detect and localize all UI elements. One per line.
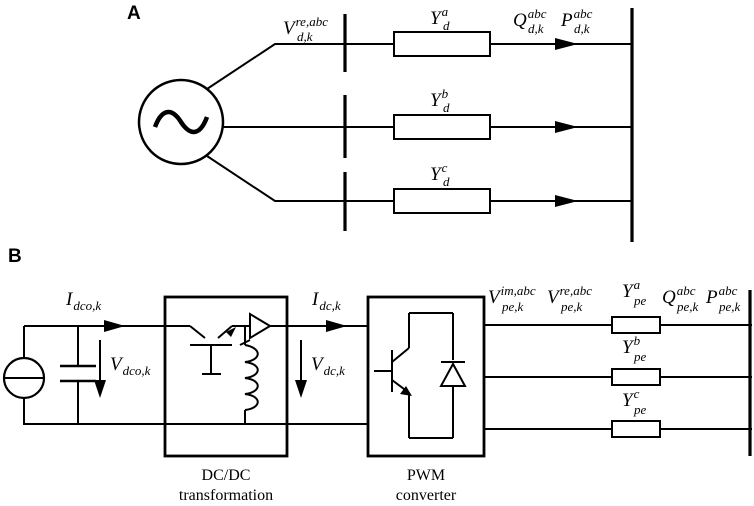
voltage-label-dc: Vdc,k xyxy=(311,354,345,378)
admittance-label-pe-b: Yb xyxy=(622,333,641,358)
admittance-label-pe-a: Ya xyxy=(622,277,641,302)
voltage-sub-im: pe,k xyxy=(501,299,524,314)
admittance-label-pe-c: Yc xyxy=(622,386,640,411)
voltage-label-a: Vre,abc xyxy=(283,14,328,39)
admittance-sub-pe-a: pe xyxy=(633,293,647,308)
panel-b-label: B xyxy=(8,246,22,267)
voltage-arrow-dc xyxy=(295,340,307,398)
voltage-label-im: Vim,abc xyxy=(488,283,536,308)
admittance-box-c xyxy=(393,188,491,214)
admittance-label-a: Ya xyxy=(430,4,449,29)
active-power-sub-b: pe,k xyxy=(718,299,741,314)
pwm-caption-line2: converter xyxy=(396,487,457,504)
voltage-sub-re: pe,k xyxy=(560,299,583,314)
dcdc-caption-line2: transformation xyxy=(179,487,273,504)
dc-source-loop xyxy=(23,325,165,425)
active-power-sub-a: d,k xyxy=(574,21,590,36)
admittance-sub-b: d xyxy=(443,100,450,115)
dcdc-caption-line1: DC/DC xyxy=(202,467,251,484)
panel-a-label: A xyxy=(127,3,141,24)
active-power-label-a: Pabc xyxy=(560,6,593,31)
voltage-arrow-dco xyxy=(94,340,106,398)
capacitor-icon xyxy=(60,364,96,383)
active-power-label-b: Pabc xyxy=(705,283,738,308)
admittance-box-b xyxy=(393,114,491,140)
admittance-sub-c: d xyxy=(443,174,450,189)
reactive-power-sub-b: pe,k xyxy=(676,299,699,314)
admittance-sub-pe-c: pe xyxy=(633,402,647,417)
admittance-box-a xyxy=(393,31,491,57)
admittance-sub-pe-b: pe xyxy=(633,349,647,364)
reactive-power-sub-a: d,k xyxy=(528,21,544,36)
pwm-caption-line1: PWM xyxy=(407,467,445,484)
pwm-block xyxy=(366,295,486,458)
current-label-dco: Idco,k xyxy=(65,289,101,313)
reactive-power-label-b: Qabc xyxy=(662,283,696,308)
current-arrow-dc xyxy=(326,320,347,332)
admittance-box-pe-c xyxy=(611,420,661,438)
dcdc-internals xyxy=(165,312,287,425)
dcdc-block xyxy=(163,295,289,458)
voltage-label-re: Vre,abc xyxy=(547,283,592,308)
admittance-label-b: Yb xyxy=(430,86,449,111)
admittance-label-c: Yc xyxy=(430,160,448,185)
power-arrows-a xyxy=(555,38,578,207)
reactive-power-label-a: Qabc xyxy=(513,6,547,31)
current-arrow-dco xyxy=(104,320,125,332)
voltage-label-dco: Vdco,k xyxy=(110,354,151,378)
voltage-sub-a: d,k xyxy=(297,29,313,44)
ac-source-icon xyxy=(137,78,225,166)
admittance-box-pe-b xyxy=(611,368,661,386)
current-source-icon xyxy=(2,356,46,400)
pwm-internals xyxy=(374,312,467,439)
phase-lines-b xyxy=(484,324,752,430)
admittance-box-pe-a xyxy=(611,316,661,334)
source-feeders xyxy=(206,43,345,202)
current-label-dc: Idc,k xyxy=(311,289,341,313)
admittance-sub-a: d xyxy=(443,18,450,33)
